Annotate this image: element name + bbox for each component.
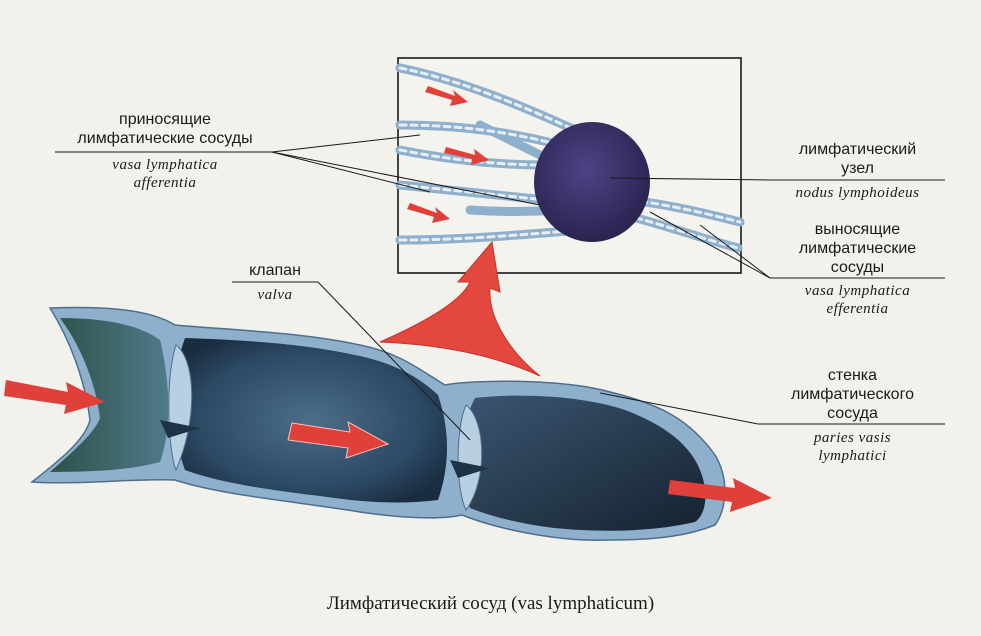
efferent-label-la-2: efferentia	[826, 301, 889, 317]
node-label-ru-1: лимфатический	[798, 141, 917, 158]
wall-label-la-1: paries vasis	[813, 430, 892, 446]
pointer-lines	[55, 134, 945, 441]
efferent-label-ru-2: лимфатические	[798, 240, 917, 257]
valve-label-ru: клапан	[249, 262, 301, 279]
upward-arrow	[379, 240, 541, 377]
node-label-ru-2: узел	[841, 160, 874, 177]
lymph-node	[534, 122, 650, 242]
afferent-label-ru-2: лимфатические сосуды	[77, 130, 253, 147]
efferent-label-la-1: vasa lymphatica	[804, 283, 911, 299]
wall-label-ru-2: лимфатического	[791, 386, 914, 403]
valve-label-la: valva	[257, 287, 293, 303]
figure-caption: Лимфатический сосуд (vas lymphaticum)	[326, 593, 655, 614]
wall-label-ru-1: стенка	[827, 367, 878, 384]
afferent-label-ru-1: приносящие	[119, 111, 211, 128]
node-label-la: nodus lymphoideus	[795, 185, 920, 201]
efferent-label-ru-3: сосуды	[830, 259, 885, 276]
wall-label-ru-3: сосуда	[827, 405, 878, 422]
vessel-flow-arrows	[4, 380, 772, 512]
afferent-label-la-1: vasa lymphatica	[112, 157, 218, 173]
afferent-label-la-2: afferentia	[133, 175, 197, 191]
inset-flow-arrows	[407, 86, 489, 223]
wall-label-la-2: lymphatici	[818, 448, 887, 464]
efferent-label-ru-1: выносящие	[814, 221, 901, 238]
lymphatic-vessel	[29, 306, 726, 541]
